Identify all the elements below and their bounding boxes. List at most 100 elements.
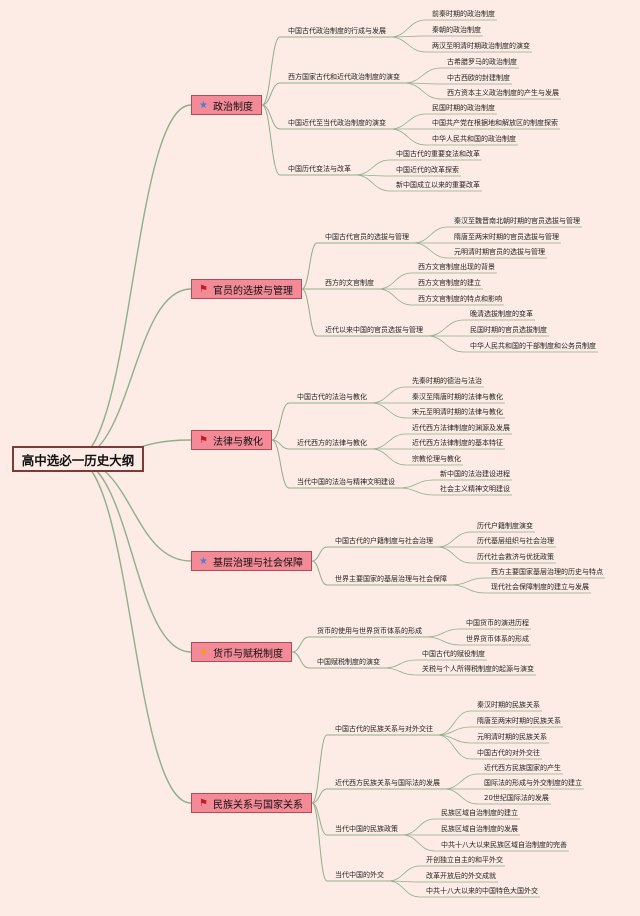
leaf-item: 改革开放后的外交成就 [426,872,496,880]
sub-leaf-link [425,636,461,646]
branch-sub-link [271,439,290,489]
leaf-item: 现代社会保障制度的建立与发展 [491,583,589,591]
leaf-item: 20世纪国际法的发展 [484,794,549,802]
leaf-item: 民国时期的政治制度 [432,104,495,112]
sub-leaf-link [389,36,427,53]
branch-label: 民族关系与国家关系 [213,799,303,811]
sub-leaf-link [370,386,407,404]
leaf-item: 民国时期的官员选拔制度 [470,326,547,334]
leaf-item: 开创独立自主的和平外交 [426,856,503,864]
branch-sub-link [261,82,281,106]
leaf-item: 中共十八大以来的中国特色大国外交 [426,887,538,895]
sub-leaf-link [389,113,427,130]
leaf-item: 先秦时期的德治与法治 [412,377,482,385]
leaf-item: 宗教伦理与教化 [412,455,461,463]
leaf-item: 秦汉时期的民族关系 [477,701,540,709]
leaf-item: 中古西欧的封建制度 [447,74,510,82]
sub-leaf-link [370,402,407,419]
leaf-item: 前秦时期的政治制度 [432,10,495,18]
flag-icon: ⚑ [199,283,208,295]
branch-label: 政治制度 [213,101,253,113]
flag-icon: ⚑ [199,434,208,446]
leaf-item: 民族区域自治制度的发展 [441,825,518,833]
branch-label: 货币与赋税制度 [213,648,283,660]
flag-icon: ⚑ [199,797,208,809]
sub-topic: 中国古代的户籍制度与社会治理 [335,537,433,545]
sub-topic: 中国赋税制度的演变 [317,658,380,666]
branch-sub-link [311,802,328,882]
sub-leaf-link [387,880,421,898]
root-branch-link [73,458,192,804]
sub-leaf-link [425,628,461,638]
leaf-item: 中华人民共和国的干部制度和公务员制度 [470,342,596,350]
sub-leaf-link [377,272,413,290]
leaf-item: 元明清时期官员的选拔与管理 [454,248,545,256]
sub-leaf-link [450,584,486,594]
sub-leaf-link [436,734,472,760]
branch-sub-link [261,36,281,106]
branch-sub-link [271,402,290,441]
leaf-item: 秦汉至隋唐时期的法律与教化 [412,393,503,401]
sub-leaf-link [398,487,435,496]
branch-label: 法律与教化 [213,436,263,448]
sub-topic: 西方的文官制度 [325,279,374,287]
star-icon: ★ [199,555,208,567]
star-icon: ★ [199,99,208,111]
sub-leaf-link [426,319,465,337]
sub-leaf-link [389,19,427,38]
leaf-item: 两汉至明清时期政治制度的演变 [432,42,530,50]
sub-topic: 当代中国的外交 [335,871,384,879]
branch-node: ★基层治理与社会保障 [191,551,312,571]
leaf-item: 新中国成立以来的重要改革 [396,181,480,189]
leaf-item: 历代基层组织与社会治理 [477,537,554,545]
leaf-item: 隋唐至两宋时期的官员选拔与管理 [454,233,559,241]
leaf-item: 社会主义精神文明建设 [440,485,510,493]
root-branch-link [73,288,192,460]
leaf-item: 元明清时期的民族关系 [477,733,547,741]
sub-leaf-link [370,433,407,450]
leaf-item: 国际法的形成与外交制度的建立 [484,779,582,787]
star-icon: ★ [199,646,208,658]
branch-node: ⚑ 法律与教化 [191,430,272,450]
sub-leaf-link [403,67,442,84]
root-branch-link [73,104,192,460]
sub-topic: 货币的使用与世界货币体系的形成 [317,627,422,635]
root-branch-link [73,458,192,653]
leaf-item: 隋唐至两宋时期的民族关系 [477,717,561,725]
branch-sub-link [261,104,281,130]
sub-topic: 近代以来中国的官员选拔与管理 [325,326,423,334]
branch-node: ⚑ 官员的选拔与管理 [191,279,302,299]
branch-sub-link [261,104,281,176]
leaf-item: 历代户籍制度演变 [477,522,533,530]
sub-topic: 中国古代的民族关系与对外交往 [335,725,433,733]
leaf-item: 中国近代的改革探索 [396,166,459,174]
sub-leaf-link [450,577,486,586]
sub-topic: 中国古代的法治与教化 [297,393,367,401]
leaf-item: 秦朝的政治制度 [432,26,481,34]
branch-sub-link [311,546,328,562]
root-branch-link [73,458,192,562]
sub-topic: 西方国家古代和近代政治制度的演变 [288,73,400,81]
sub-leaf-link [387,865,421,882]
branch-label: 官员的选拔与管理 [213,285,293,297]
sub-leaf-link [370,448,407,466]
leaf-item: 关税与个人所得税制度的起源与演变 [422,665,534,673]
branch-sub-link [311,734,328,804]
sub-leaf-link [436,726,472,736]
sub-leaf-link [354,159,391,176]
branch-sub-link [301,242,318,290]
leaf-item: 中华人民共和国的政治制度 [432,135,516,143]
leaf-item: 近代西方民族国家的产生 [484,764,561,772]
sub-leaf-link [398,479,435,489]
sub-topic: 中国古代政治制度的行成与发展 [288,27,386,35]
leaf-item: 中国货币的演进历程 [466,619,529,627]
leaf-item: 西方文官制度的建立 [418,279,481,287]
leaf-item: 近代西方法律制度的基本特征 [412,439,503,447]
sub-leaf-link [383,667,417,676]
leaf-item: 古希腊罗马的政治制度 [447,58,517,66]
sub-leaf-link [436,546,472,564]
sub-topic: 近代西方民族关系与国际法的发展 [335,779,440,787]
sub-topic: 世界主要国家的基层治理与社会保障 [335,575,447,583]
